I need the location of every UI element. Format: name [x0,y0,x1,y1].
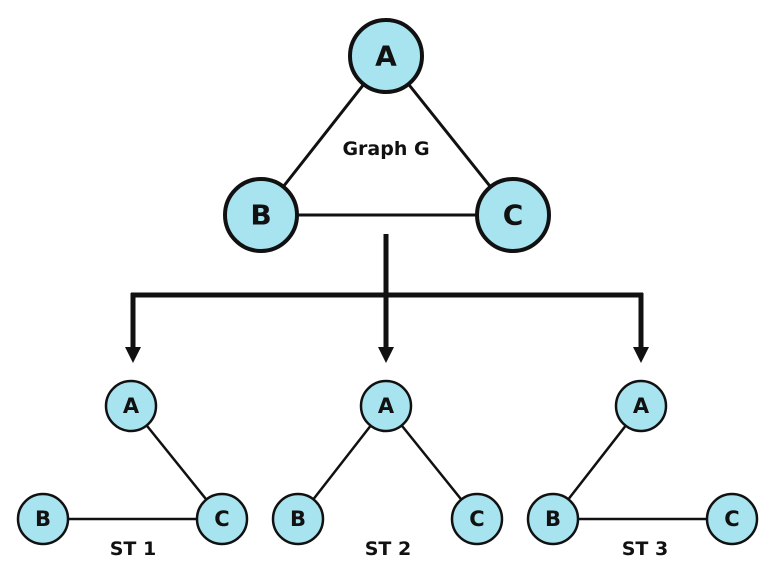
st1-node-c-label: C [214,507,229,531]
main-node-a-label: A [375,40,397,73]
st1-node-a-label: A [123,394,140,418]
spanning-tree-3: A B C ST 3 [526,379,759,560]
st3-node-a-label: A [633,394,650,418]
main-graph: A B C Graph G [223,18,551,253]
st3-node-c-label: C [724,507,739,531]
st3-node-a: A [614,379,668,433]
st1-node-b-label: B [35,507,51,531]
st1-node-a: A [104,379,158,433]
main-node-b: B [223,177,299,253]
st2-node-b: B [271,492,325,546]
arrowhead-left [125,347,141,363]
st2-node-c-label: C [469,507,484,531]
arrowhead-right [633,347,649,363]
st3-title: ST 3 [622,538,668,560]
st2-node-b-label: B [290,507,306,531]
st3-node-b: B [526,492,580,546]
main-node-b-label: B [250,199,271,232]
main-node-c: C [475,177,551,253]
main-graph-title: Graph G [342,138,429,160]
st2-node-a-label: A [378,394,395,418]
st2-node-c: C [450,492,504,546]
main-node-c-label: C [503,199,524,232]
spanning-tree-2: A B C ST 2 [271,379,504,560]
st1-node-b: B [16,492,70,546]
st2-node-a: A [359,379,413,433]
st1-node-c: C [195,492,249,546]
st3-node-c: C [705,492,759,546]
st3-node-b-label: B [545,507,561,531]
arrowhead-middle [378,347,394,363]
st1-title: ST 1 [110,538,156,560]
main-node-a: A [348,18,424,94]
branch-connector [125,234,649,363]
spanning-tree-1: A B C ST 1 [16,379,249,560]
st2-title: ST 2 [365,538,411,560]
